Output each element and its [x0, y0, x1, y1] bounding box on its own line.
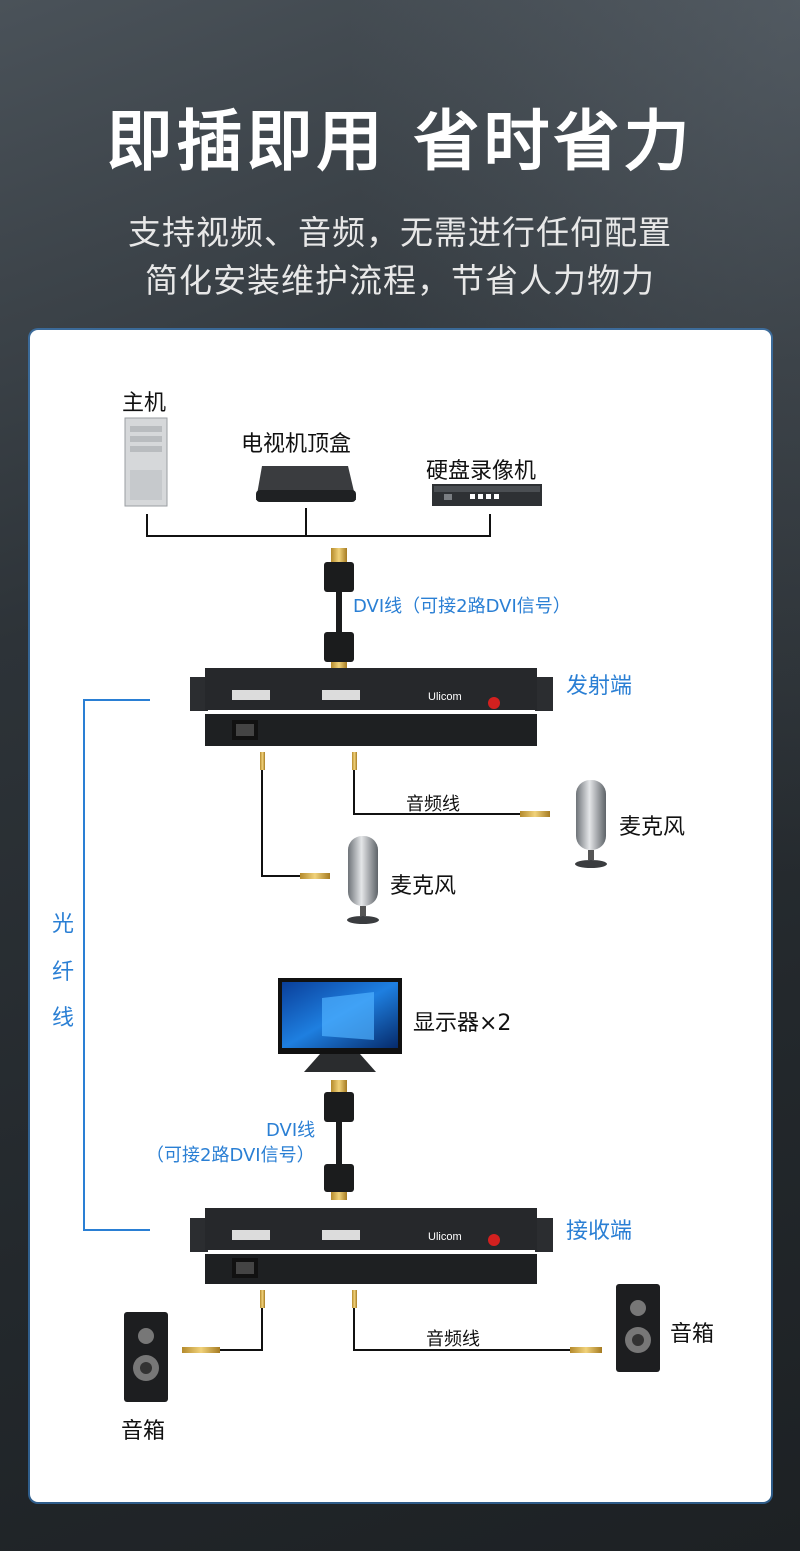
receiver-device: Ulicom	[190, 1208, 553, 1284]
receiver-brand: Ulicom	[428, 1231, 462, 1243]
subtitle-line-2: 简化安装维护流程，节省人力物力	[145, 261, 655, 300]
dvi-cable-bottom-label-1: DVI线	[266, 1120, 316, 1141]
transmitter-brand: Ulicom	[428, 691, 462, 703]
pc-tower-icon	[124, 417, 168, 507]
monitor-icon	[278, 978, 402, 1072]
dvr-icon	[432, 484, 542, 506]
dvr-label: 硬盘录像机	[426, 459, 537, 484]
transmitter-label: 发射端	[566, 674, 633, 699]
dvi-cable-bottom-label-2: （可接2路DVI信号）	[146, 1145, 315, 1166]
speaker-left-icon	[124, 1312, 168, 1402]
settop-box-icon	[256, 466, 356, 502]
audio-cable-top	[261, 770, 520, 877]
audio-cable-top-label: 音频线	[406, 794, 460, 815]
speaker-right-icon	[616, 1284, 660, 1372]
speaker-right-label: 音箱	[670, 1322, 715, 1347]
fiber-line	[83, 699, 150, 1231]
fiber-label-2: 纤	[52, 960, 75, 985]
audio-cable-bottom-label: 音频线	[426, 1329, 480, 1350]
transmitter-device: Ulicom	[190, 668, 553, 746]
monitor-label: 显示器×2	[413, 1011, 512, 1036]
microphone-right-icon	[575, 780, 607, 868]
mic-right-label: 麦克风	[619, 815, 686, 840]
fiber-label-3: 线	[52, 1006, 75, 1031]
page-title: 即插即用 省时省力	[106, 103, 694, 180]
audio-cable-bottom	[220, 1308, 570, 1351]
dvi-cable-top-icon	[324, 548, 354, 670]
receiver-label: 接收端	[566, 1219, 633, 1244]
subtitle-line-1: 支持视频、音频，无需进行任何配置	[128, 213, 672, 252]
host-label: 主机	[122, 391, 167, 416]
settop-label: 电视机顶盒	[241, 432, 352, 457]
dvi-cable-bottom-icon	[324, 1080, 354, 1200]
mic-left-label: 麦克风	[390, 874, 457, 899]
dvi-cable-top-label: DVI线（可接2路DVI信号）	[353, 596, 571, 617]
source-bracket	[146, 508, 491, 537]
fiber-label-1: 光	[52, 912, 75, 937]
microphone-left-icon	[347, 836, 379, 924]
speaker-left-label: 音箱	[121, 1419, 166, 1444]
